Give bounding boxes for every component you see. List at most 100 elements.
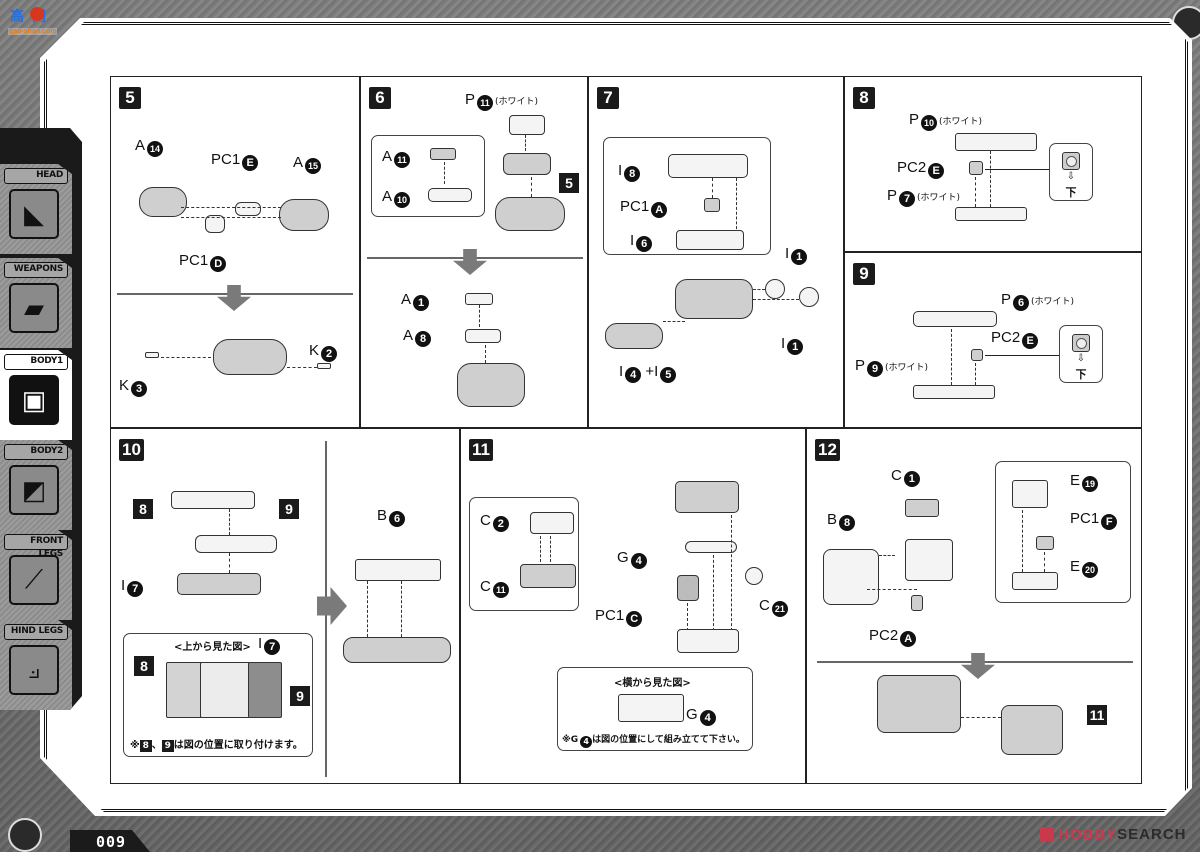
tab-label: BODY1 [4,354,68,370]
assembly-guide-line [712,178,713,198]
leader-line [985,355,1059,356]
part-c1 [905,499,939,517]
tab-label: HIND LEGS [4,624,68,640]
part-i1-upper [765,279,785,299]
assembly-guide-line [961,717,1001,718]
part-p7 [955,207,1027,221]
step-number: 9 [853,263,875,285]
step-reference-8: 8 [134,656,154,676]
front-legs-icon: ⟋ [9,555,59,605]
label-prefix: I [619,363,624,380]
tab-body1[interactable]: BODY1 ▣ [0,350,72,440]
assembly-guide-line [1022,510,1023,572]
down-arrow-icon [961,653,995,679]
part-number-badge: 15 [305,158,322,174]
part-number-badge: 1 [903,471,920,487]
label-prefix: I [785,245,790,262]
part-number-badge: 11 [492,582,509,598]
assembly-guide-line [181,217,281,218]
step-number: 10 [119,439,144,461]
watermark-logo: 高网 gao-shan.com [6,6,70,40]
note-text: は図の位置に取り付けます。 [173,740,303,751]
label-prefix: PC1 [179,252,209,269]
pc-joint-icon [1072,334,1090,352]
label-prefix: P [909,111,920,128]
part-pc1f [1036,536,1054,550]
body1-icon: ▣ [9,375,59,425]
step-number: 8 [853,87,875,109]
assembly-guide-line [731,515,732,631]
label-prefix: C [480,578,491,595]
color-note: (ホワイト) [917,193,961,203]
part-i1-lower [799,287,819,307]
down-arrow-icon [217,285,251,311]
part-number-badge: 8 [839,515,856,531]
assembled-chassis [213,339,287,375]
note-ref: 4 [580,736,593,748]
tab-hind-legs[interactable]: HIND LEGS ⟓ [0,620,72,710]
assembly-guide-line [161,357,211,358]
part-number-badge: 14 [147,141,164,157]
label-prefix: PC2 [991,329,1021,346]
part-pc2a [911,595,923,611]
part-number-badge: 11 [394,152,411,168]
part-number-badge: 1 [413,295,430,311]
label-prefix: P [1001,291,1012,308]
label-prefix: P [855,357,866,374]
assembly-guide-line [181,207,281,208]
assembly-guide-line [753,299,799,300]
part-e19 [1012,480,1048,508]
assembly-guide-line [951,329,952,385]
note-separator: 、 [151,740,162,751]
color-note: (ホワイト) [1031,297,1075,307]
watermark-brand-dark: SEARCH [1117,826,1187,843]
part-number-badge: 1 [791,249,808,265]
assembly-guide-line [401,581,402,637]
tab-head[interactable]: HEAD ◣ [0,164,72,254]
label-prefix: PC1 [620,198,650,215]
top-view-right-block [248,662,282,718]
tab-front-legs[interactable]: FRONT LEGS ⟋ [0,530,72,620]
tab-weapons[interactable]: WEAPONS ▰ [0,258,72,348]
part-number-badge: 7 [127,581,144,597]
right-arrow-icon [317,587,347,625]
part-a14 [139,187,187,217]
label-prefix: A [401,291,412,308]
step-reference-5: 5 [559,173,579,193]
part-p10 [955,133,1037,151]
part-number-badge: E [1022,333,1039,349]
assembly-guide-line [229,509,230,535]
label-prefix: B [827,511,838,528]
label-prefix: I [258,635,263,652]
assembly-guide-line [879,555,895,556]
part-number-badge: 9 [867,361,884,377]
orientation-detail: ⇩ 下 [1059,325,1103,383]
part-i4-i5-barrels [605,323,663,349]
part-number-badge: 10 [394,192,411,208]
part-k2 [317,363,331,369]
part-p11 [509,115,545,135]
label-prefix: P [465,91,476,108]
tab-body2[interactable]: BODY2 ◩ [0,440,72,530]
down-arrow-icon [453,249,487,275]
step-number: 7 [597,87,619,109]
body2-icon: ◩ [9,465,59,515]
part-number-badge: 2 [492,516,509,532]
note-mark: ※ [130,740,140,751]
part-number-badge: 4 [625,367,642,383]
bottom-label: 下 [1075,368,1087,381]
